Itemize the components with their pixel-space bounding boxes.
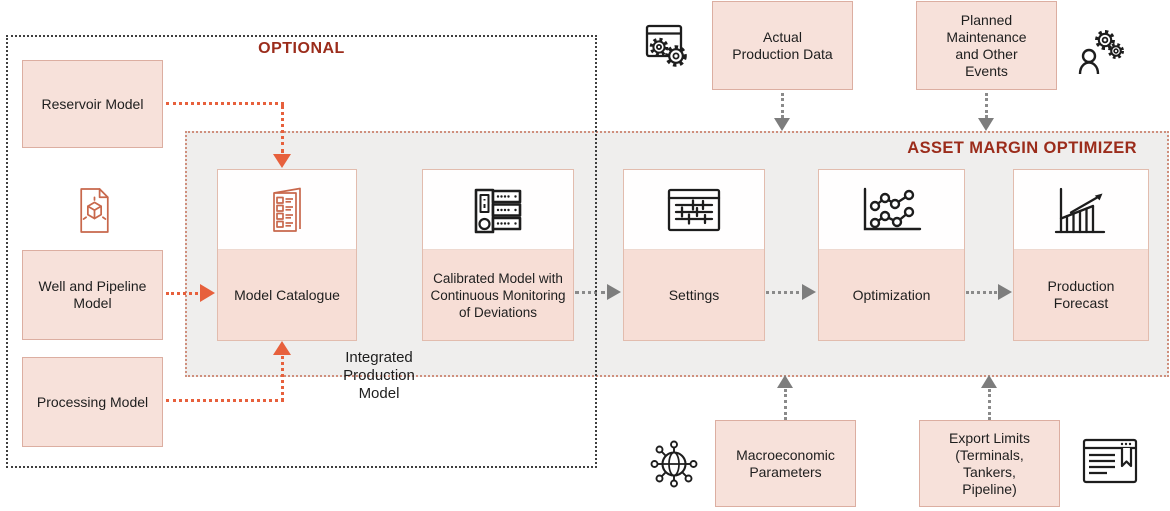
reservoir-model-label: Reservoir Model xyxy=(41,95,144,112)
optimization-scatter-line-icon xyxy=(819,170,964,250)
optional-group-title: OPTIONAL xyxy=(258,40,345,57)
optimization-label: Optimization xyxy=(852,286,931,303)
arrow-planned-maintenance-down xyxy=(985,93,988,118)
arrow-calibrated-to-settings xyxy=(575,291,605,294)
planned-maintenance-box: Planned Maintenance and Other Events xyxy=(916,1,1057,90)
settings-sliders-window-icon xyxy=(624,170,764,250)
globe-network-icon xyxy=(650,440,698,488)
actual-production-data-box: Actual Production Data xyxy=(712,1,853,90)
server-stack-icon xyxy=(423,170,573,250)
optimization-box: Optimization xyxy=(818,169,965,341)
arrow-processing-to-catalogue-v xyxy=(281,356,284,401)
calibrated-model-label: Calibrated Model with Continuous Monitor… xyxy=(430,270,566,320)
processing-model-box: Processing Model xyxy=(22,357,163,447)
macroeconomic-parameters-box: Macroeconomic Parameters xyxy=(715,420,856,507)
catalogue-checklist-icon xyxy=(218,170,356,250)
arrow-settings-to-optimization xyxy=(766,291,799,294)
arrow-reservoir-to-catalogue-v xyxy=(281,105,284,153)
settings-box: Settings xyxy=(623,169,765,341)
arrowhead-actual-production xyxy=(774,118,790,131)
export-limits-label: Export Limits (Terminals, Tankers, Pipel… xyxy=(949,429,1030,497)
arrowhead-into-catalogue-top xyxy=(273,154,291,168)
well-and-pipeline-model-box: Well and Pipeline Model xyxy=(22,250,163,340)
model-catalogue-label: Model Catalogue xyxy=(234,286,340,303)
actual-production-data-label: Actual Production Data xyxy=(732,28,833,62)
calibrated-model-box: Calibrated Model with Continuous Monitor… xyxy=(422,169,574,341)
arrow-macroeconomic-up xyxy=(784,389,787,420)
arrowhead-into-catalogue-bottom xyxy=(273,341,291,355)
arrowhead-into-optimization xyxy=(802,284,816,300)
macroeconomic-parameters-label: Macroeconomic Parameters xyxy=(736,446,835,480)
arrow-well-to-catalogue xyxy=(166,292,198,295)
export-limits-box: Export Limits (Terminals, Tankers, Pipel… xyxy=(919,420,1060,507)
document-bookmark-icon xyxy=(1082,438,1138,484)
asset-margin-optimizer-title: ASSET MARGIN OPTIMIZER xyxy=(907,139,1137,157)
settings-label: Settings xyxy=(668,286,720,303)
planned-maintenance-label: Planned Maintenance and Other Events xyxy=(946,11,1027,79)
production-forecast-box: Production Forecast xyxy=(1013,169,1149,341)
integrated-production-model-label: Integrated Production Model xyxy=(343,349,415,402)
model-document-cube-icon xyxy=(76,187,113,234)
user-gears-icon xyxy=(1078,27,1124,76)
arrowhead-macroeconomic xyxy=(777,375,793,388)
application-gears-icon xyxy=(645,24,697,70)
arrowhead-export-limits xyxy=(981,375,997,388)
arrow-processing-to-catalogue-h xyxy=(166,399,284,402)
reservoir-model-box: Reservoir Model xyxy=(22,60,163,148)
optional-group-border: OPTIONAL xyxy=(6,35,597,468)
model-catalogue-box: Model Catalogue xyxy=(217,169,357,341)
well-and-pipeline-model-label: Well and Pipeline Model xyxy=(38,278,147,311)
arrowhead-into-settings xyxy=(607,284,621,300)
arrowhead-planned-maintenance xyxy=(978,118,994,131)
arrow-export-limits-up xyxy=(988,389,991,420)
arrow-actual-production-down xyxy=(781,93,784,118)
processing-model-label: Processing Model xyxy=(36,393,149,410)
production-forecast-label: Production Forecast xyxy=(1047,278,1115,311)
arrowhead-into-catalogue-left xyxy=(200,284,215,302)
arrow-reservoir-to-catalogue-h xyxy=(166,102,284,105)
arrow-optimization-to-forecast xyxy=(966,291,997,294)
arrowhead-into-forecast xyxy=(998,284,1012,300)
forecast-rising-bars-icon xyxy=(1014,170,1148,250)
